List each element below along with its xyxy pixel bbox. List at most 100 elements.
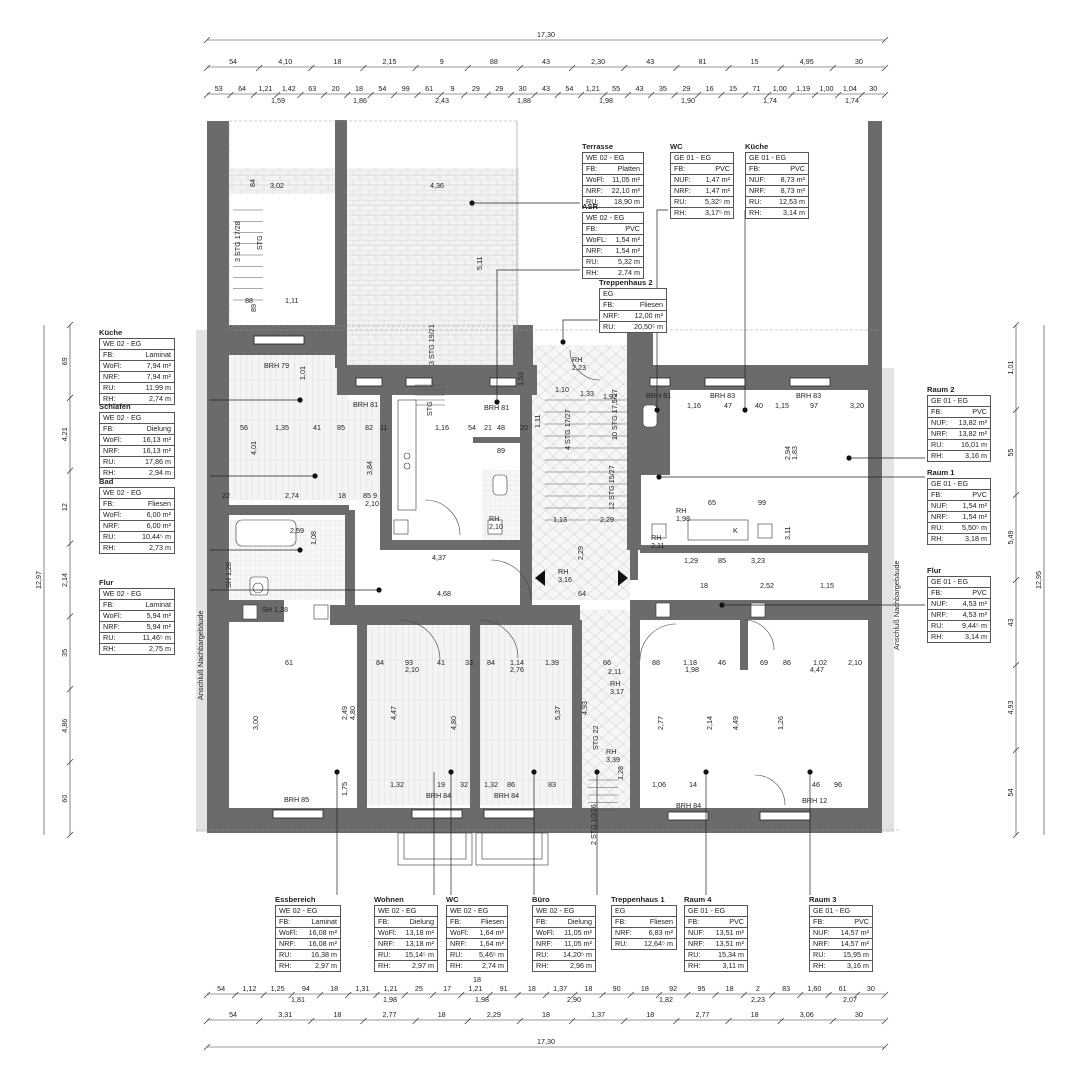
dim-top-total: 17,30 bbox=[537, 30, 555, 39]
inner-dimension: 20 bbox=[520, 423, 528, 432]
dim-top-row2: 30 bbox=[869, 84, 877, 93]
room-info-key: RU: bbox=[536, 950, 549, 959]
room-info-row: NRF:6,00 m² bbox=[100, 521, 174, 532]
dim-top-row2: 1,42 bbox=[282, 84, 296, 93]
inner-dimension: 4,37 bbox=[432, 553, 446, 562]
inner-dimension: 1,16 bbox=[435, 423, 449, 432]
room-unit: WE 02 - EG bbox=[100, 339, 174, 350]
dim-bottom-row1: 94 bbox=[302, 984, 310, 993]
room-info-key: RH: bbox=[931, 451, 944, 460]
dim-bottom-row2: 1,37 bbox=[591, 1010, 605, 1019]
dim-bottom-row1: 83 bbox=[782, 984, 790, 993]
room-info-key: WoFl: bbox=[103, 611, 122, 620]
room-info-row: FB:Fliesen bbox=[447, 917, 507, 928]
room-info-key: NUF: bbox=[688, 928, 705, 937]
stair-label: STG bbox=[425, 401, 434, 416]
inner-dimension: 99 bbox=[758, 498, 766, 507]
room-info-row: FB:Laminat bbox=[100, 600, 174, 611]
dim-bottom-total: 17,30 bbox=[537, 1037, 555, 1046]
room-info-row: RU:16,01 m bbox=[928, 440, 990, 451]
rh-value: 3,17 bbox=[610, 687, 624, 696]
room-info-row: RH:2,96 m bbox=[533, 961, 595, 971]
inner-dimension: 3,20 bbox=[850, 401, 864, 410]
inner-dimension: 1,83 bbox=[790, 446, 799, 460]
room-info-key: RU: bbox=[450, 950, 463, 959]
room-info-key: NUF: bbox=[674, 175, 691, 184]
room-info-key: RH: bbox=[103, 468, 116, 477]
dim-top-row2: 54 bbox=[378, 84, 386, 93]
room-info-row: NRF:7,94 m² bbox=[100, 372, 174, 383]
dim-top-row1: 15 bbox=[751, 57, 759, 66]
inner-dimension: 48 bbox=[497, 423, 505, 432]
room-info-key: FB: bbox=[378, 917, 390, 926]
room-info-key: RH: bbox=[103, 394, 116, 403]
room-unit: GE 01 - EG bbox=[928, 396, 990, 407]
stair-arrow-right bbox=[618, 570, 628, 586]
inner-dimension: 46 bbox=[718, 658, 726, 667]
room-info-value: 4,53 m² bbox=[962, 610, 987, 619]
room-info-value: 15,34 m bbox=[718, 950, 744, 959]
room-info-key: NRF: bbox=[749, 186, 766, 195]
room-info-value: 13,51 m² bbox=[715, 939, 744, 948]
rh-value: 2,23 bbox=[572, 363, 586, 372]
dim-right-side: 55 bbox=[1006, 449, 1015, 457]
rh-label: RH bbox=[572, 355, 582, 364]
room-info-row: NRF:13,18 m² bbox=[375, 939, 437, 950]
dim-bottom-row2: 54 bbox=[229, 1010, 237, 1019]
dim-bottom-row1: 18 bbox=[641, 984, 649, 993]
dim-top-row1: 9 bbox=[440, 57, 444, 66]
room-info-value: 3,16 m bbox=[965, 451, 987, 460]
room-title: Flur bbox=[99, 578, 114, 587]
stair-label: STG 22 bbox=[591, 725, 600, 750]
room-info-key: NRF: bbox=[536, 939, 553, 948]
room-info-value: 7,94 m² bbox=[146, 361, 171, 370]
room-info-value: 1,64 m² bbox=[479, 928, 504, 937]
room-info-row: RU:16,38 m bbox=[276, 950, 340, 961]
room-info-key: RU: bbox=[674, 197, 687, 206]
dim-bottom-row2: 2,77 bbox=[695, 1010, 709, 1019]
room-unit: WE 02 - EG bbox=[100, 488, 174, 499]
dim-bottom-row1: 30 bbox=[867, 984, 875, 993]
dim-right-side: 54 bbox=[1006, 789, 1015, 797]
inner-dimension: 66 bbox=[603, 658, 611, 667]
inner-dimension: 2,29 bbox=[576, 546, 585, 560]
room-info-row: RU:15,95 m bbox=[810, 950, 872, 961]
room-info-value: 3,18 m bbox=[965, 534, 987, 543]
room-info-key: NRF: bbox=[688, 939, 705, 948]
room-info-value: 5,32 m bbox=[618, 257, 640, 266]
room-info-row: RH:2,74 m bbox=[583, 268, 643, 278]
inner-dimension: 1,32 bbox=[390, 780, 404, 789]
room-info-key: RU: bbox=[586, 197, 599, 206]
inner-dimension: 1,08 bbox=[309, 531, 318, 545]
inner-dimension: 4,93 bbox=[580, 701, 589, 715]
room-info-row: NRF:1,54 m² bbox=[928, 512, 990, 523]
room-info-key: NRF: bbox=[931, 610, 948, 619]
inner-dimension: 47 bbox=[724, 401, 732, 410]
room-info-value: PVC bbox=[790, 164, 805, 173]
room-info-value: 3,17⁵ m bbox=[705, 208, 730, 217]
dim-top-row1: 18 bbox=[333, 57, 341, 66]
walls bbox=[207, 120, 882, 833]
inner-dimension: 89 bbox=[249, 304, 258, 312]
room-info-value: 2,97 m bbox=[315, 961, 337, 970]
dim-top-row2: 20 bbox=[332, 84, 340, 93]
room-info-value: 3,11 m bbox=[722, 961, 744, 970]
room-info-row: RU:5,50⁵ m bbox=[928, 523, 990, 534]
stairwell-1-floor bbox=[578, 610, 630, 820]
room-title: Raum 1 bbox=[927, 468, 955, 477]
inner-dimension: 32 bbox=[460, 780, 468, 789]
room-info-key: WoFl: bbox=[586, 175, 605, 184]
room-unit: EG bbox=[612, 906, 676, 917]
room-info-key: RU: bbox=[378, 950, 391, 959]
room-info-key: WoFl: bbox=[378, 928, 397, 937]
room-title: Bad bbox=[99, 477, 114, 486]
dim-top-row1: 43 bbox=[646, 57, 654, 66]
window-radiators bbox=[253, 335, 831, 821]
room-unit: WE 02 - EG bbox=[447, 906, 507, 917]
room-info-key: RH: bbox=[536, 961, 549, 970]
inner-dimension: 41 bbox=[437, 658, 445, 667]
inner-dimension: 2,94 bbox=[783, 446, 792, 460]
